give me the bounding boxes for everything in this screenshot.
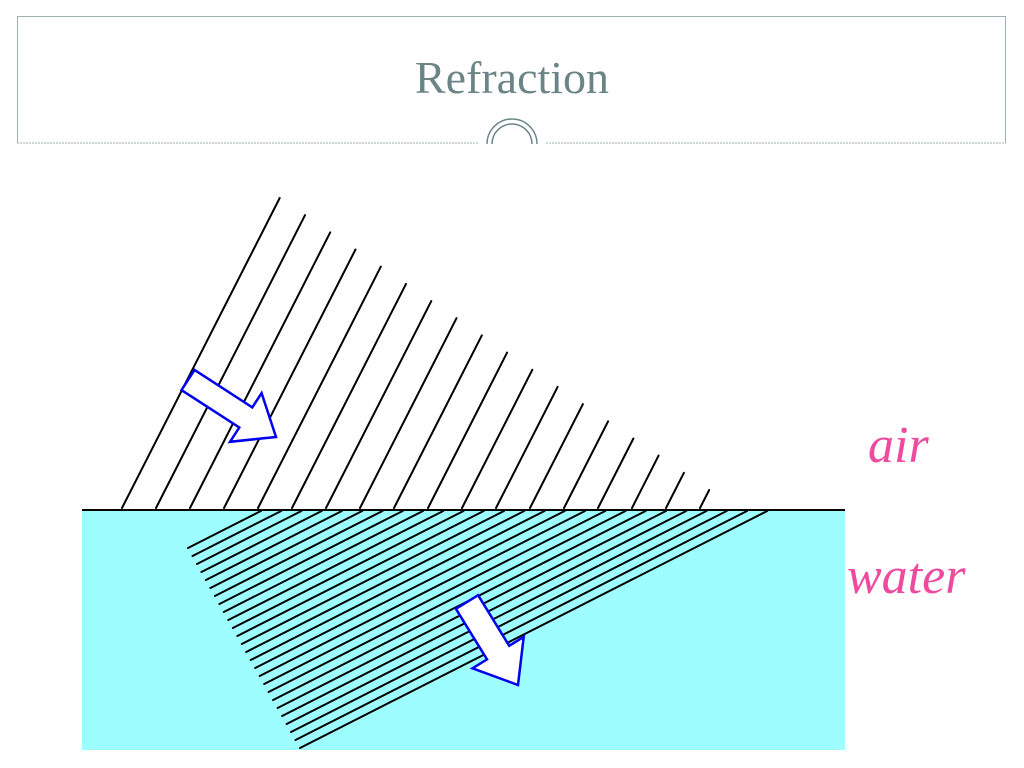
water-wavefront-line [231,510,465,629]
air-wavefront-line [393,334,483,509]
air-wavefront-line [189,231,332,509]
air-wavefront-line [121,197,281,509]
water-wavefront-line [267,510,627,693]
water-wavefront-line [187,510,262,549]
water-wavefront-line [196,510,303,565]
air-wavefront-line [563,420,610,509]
water-region [82,510,845,750]
water-wavefront-line [254,510,566,669]
incident-direction-arrow-icon [179,368,278,444]
air-label: air [868,417,929,474]
air-wavefront-line [495,385,559,509]
air-wavefront-line [529,403,584,509]
air-wavefront-line [359,317,458,509]
water-wavefront-line [249,510,546,661]
title-divider [17,118,1006,145]
water-wavefront-line [213,510,384,597]
water-wavefront-line [236,510,485,637]
slide-title: Refraction [414,52,610,103]
water-wavefront-line [294,510,748,741]
air-wavefront-line [699,489,711,509]
water-wavefront-line [285,510,708,725]
water-wavefront-line [258,510,586,677]
water-wavefront-line [263,510,607,685]
title-frame [17,16,1006,143]
air-wavefront-line [257,265,382,509]
air-wavefronts [121,197,711,509]
air-wavefront-line [597,437,635,509]
water-wavefront-line [218,510,404,605]
refracted-direction-arrow-icon [454,593,526,687]
water-wavefront-line [245,510,526,653]
air-wavefront-line [631,454,660,509]
water-wavefront-line [222,510,424,613]
air-wavefront-line [665,471,685,509]
water-wavefront-line [204,510,343,581]
air-wavefront-line [325,300,433,509]
water-wavefront-line [240,510,505,645]
water-wavefront-line [200,510,323,573]
water-wavefront-line [191,510,283,557]
air-wavefront-line [427,351,509,509]
air-wavefront-line [155,214,306,509]
air-wavefront-line [223,248,357,509]
water-label: water [847,548,966,605]
air-wavefront-line [461,368,534,509]
water-wavefront-line [227,510,445,621]
air-wavefront-line [291,282,407,509]
water-wavefront-line [209,510,364,589]
divider-ornament-icon [486,118,538,145]
water-wavefront-line [299,510,769,749]
water-wavefronts [187,510,769,749]
water-wavefront-line [290,510,728,733]
